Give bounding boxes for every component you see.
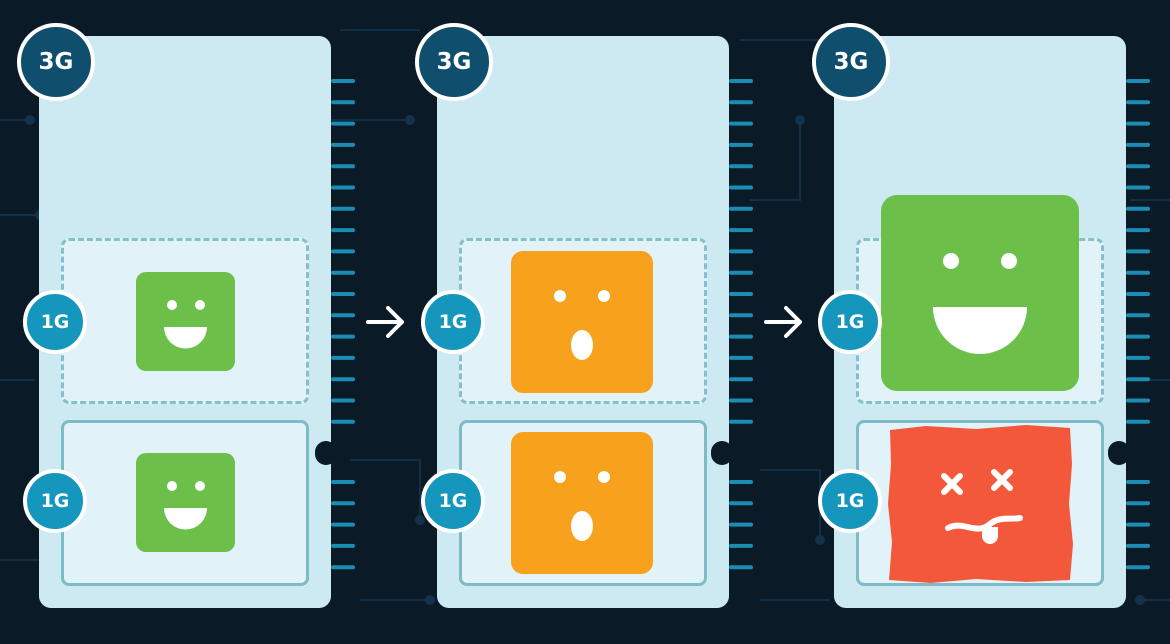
pin <box>1126 543 1150 548</box>
slot-badge-1g: 1G <box>421 290 485 354</box>
pin <box>729 480 753 484</box>
pin <box>331 398 355 403</box>
happy-face-icon <box>136 453 235 552</box>
pin <box>1126 377 1150 382</box>
pin <box>1126 292 1150 296</box>
pin <box>331 185 355 190</box>
right-arrow-icon <box>366 306 404 338</box>
pin <box>729 164 753 169</box>
pin <box>1126 313 1150 318</box>
pin <box>729 292 753 296</box>
pin <box>729 543 753 548</box>
pin <box>729 355 753 360</box>
pin <box>331 249 355 254</box>
pin <box>729 121 753 126</box>
pin <box>1126 206 1150 211</box>
pin <box>729 565 753 570</box>
pin <box>331 501 355 506</box>
pin <box>331 355 355 360</box>
pin <box>331 142 355 147</box>
pin <box>729 334 753 339</box>
pin <box>331 377 355 382</box>
surprised-face-icon <box>511 251 653 393</box>
pin <box>1126 480 1150 484</box>
pin <box>729 142 753 147</box>
pin <box>729 501 753 506</box>
pin <box>729 398 753 403</box>
slot-badge-1g: 1G <box>818 290 882 354</box>
capacity-badge-3g: 3G <box>812 23 890 101</box>
pin <box>331 121 355 126</box>
pin <box>331 334 355 339</box>
pin <box>331 543 355 548</box>
pin <box>729 313 753 318</box>
pin <box>1126 501 1150 506</box>
pin <box>1126 522 1150 527</box>
pin <box>1126 142 1150 147</box>
very-happy-face-icon <box>881 195 1079 391</box>
module-3-notch <box>1108 441 1130 465</box>
pin <box>1126 100 1150 105</box>
pin <box>1126 419 1150 424</box>
pin <box>1126 79 1150 83</box>
pin <box>331 480 355 484</box>
pin <box>1126 228 1150 233</box>
pin <box>729 249 753 254</box>
pin <box>1126 121 1150 126</box>
capacity-badge-3g: 3G <box>415 23 493 101</box>
pin <box>1126 249 1150 254</box>
pin <box>331 419 355 424</box>
pin <box>729 419 753 424</box>
pin <box>331 79 355 83</box>
pin <box>331 565 355 570</box>
pin <box>331 206 355 211</box>
slot-badge-1g: 1G <box>818 469 882 533</box>
pin <box>1126 398 1150 403</box>
pin <box>331 228 355 233</box>
dead-face-icon <box>888 425 1073 583</box>
module-2-notch <box>711 441 733 465</box>
pin <box>331 100 355 105</box>
pin <box>1126 355 1150 360</box>
pin <box>1126 185 1150 190</box>
pin <box>729 79 753 83</box>
pin <box>729 377 753 382</box>
pin <box>331 164 355 169</box>
surprised-face-icon <box>511 432 653 574</box>
slot-badge-1g: 1G <box>23 469 87 533</box>
capacity-badge-3g: 3G <box>17 23 95 101</box>
pin <box>729 206 753 211</box>
pin <box>331 313 355 318</box>
pin <box>1126 270 1150 275</box>
right-arrow-icon <box>764 306 802 338</box>
pin <box>1126 334 1150 339</box>
pin <box>1126 565 1150 570</box>
happy-face-icon <box>136 272 235 371</box>
slot-badge-1g: 1G <box>23 290 87 354</box>
module-1-notch <box>315 441 337 465</box>
pin <box>331 292 355 296</box>
slot-badge-1g: 1G <box>421 469 485 533</box>
pin <box>331 522 355 527</box>
pin <box>729 185 753 190</box>
pin <box>1126 164 1150 169</box>
pin <box>729 270 753 275</box>
pin <box>729 522 753 527</box>
pin <box>331 270 355 275</box>
pin <box>729 100 753 105</box>
pin <box>729 228 753 233</box>
